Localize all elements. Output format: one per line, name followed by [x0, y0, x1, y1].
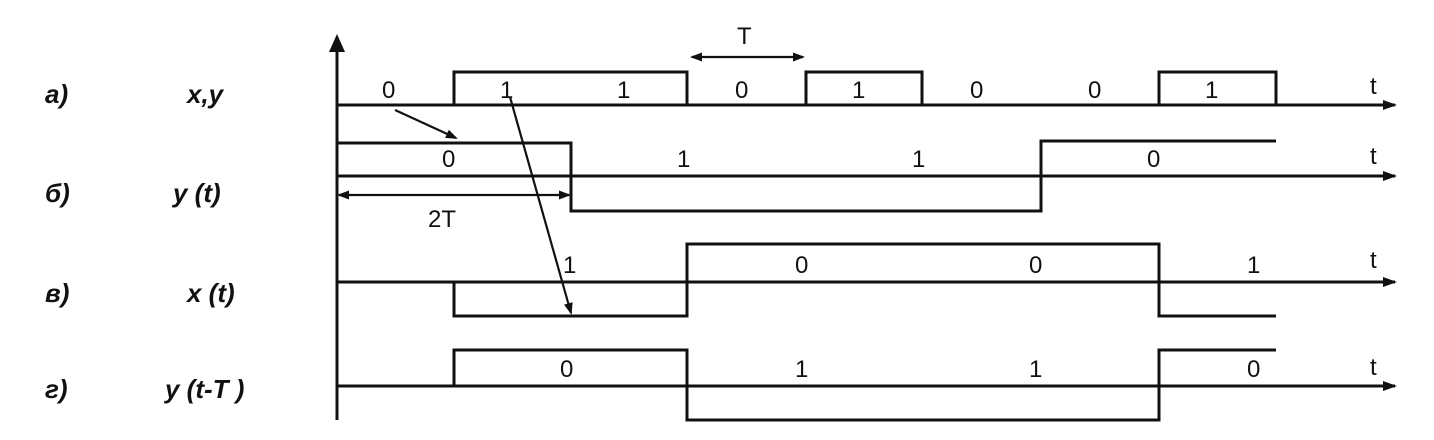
waveform-d: [452, 348, 1276, 422]
value-b-2: 1: [677, 146, 690, 173]
signal-name-d: y (t-T ): [163, 374, 244, 404]
row-letter-a: а): [45, 79, 68, 109]
value-c-1: 1: [563, 252, 576, 279]
value-d-1: 0: [560, 356, 573, 383]
signal-name-b: y (t): [171, 178, 221, 208]
value-a-8: 1: [1205, 77, 1218, 104]
waveform-a-pulse-3: [1157, 70, 1278, 105]
axis-t-label-d: t: [1370, 354, 1377, 381]
row-letter-b: б): [45, 178, 70, 208]
axis-t-label-b: t: [1370, 143, 1377, 170]
value-a-7: 0: [1088, 77, 1101, 104]
value-b-3: 1: [912, 146, 925, 173]
vertical-axis-arrowhead: [329, 34, 345, 52]
axis-t-label-a: t: [1370, 73, 1377, 100]
row-letter-c: в): [45, 278, 69, 308]
signal-name-c: x (t): [185, 278, 235, 308]
value-a-2: 1: [500, 77, 513, 104]
value-b-1: 0: [442, 146, 455, 173]
value-d-3: 1: [1029, 356, 1042, 383]
axis-t-label-c: t: [1370, 247, 1377, 274]
period-label: T: [737, 23, 752, 50]
value-c-2: 0: [795, 252, 808, 279]
value-a-3: 1: [617, 77, 630, 104]
value-c-4: 1: [1247, 252, 1260, 279]
double-period-label: 2T: [428, 206, 456, 233]
signal-name-a: x,y: [185, 79, 225, 109]
waveform-b: [337, 139, 1276, 213]
value-c-3: 0: [1029, 252, 1042, 279]
value-a-1: 0: [382, 77, 395, 104]
diagonal-arrow-2: [508, 96, 573, 315]
row-letter-d: г): [45, 374, 68, 404]
value-a-4: 0: [735, 77, 748, 104]
value-a-6: 0: [970, 77, 983, 104]
value-d-2: 1: [795, 356, 808, 383]
diagonal-arrow-1: [394, 109, 458, 139]
value-b-4: 0: [1147, 146, 1160, 173]
waveform-a-pulse-1: [452, 70, 689, 105]
value-a-5: 1: [852, 77, 865, 104]
waveform-c: [452, 242, 1276, 318]
value-d-4: 0: [1247, 356, 1260, 383]
waveform-a-pulse-2: [804, 70, 924, 105]
